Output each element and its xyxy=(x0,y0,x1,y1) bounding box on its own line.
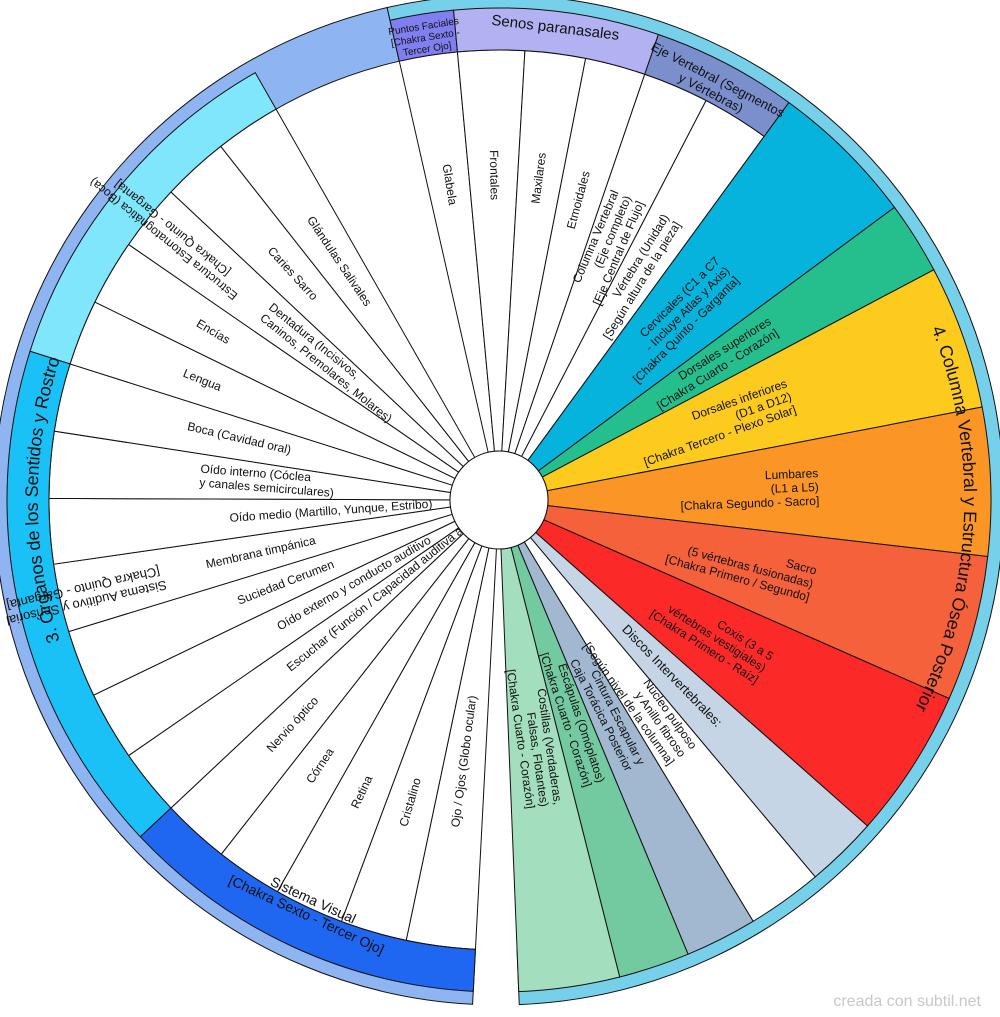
group-band-estructura-estomatognatica-boca-chakra-q xyxy=(29,71,277,365)
center-hub xyxy=(449,450,549,550)
spoke-text-glabela-label: Glabela xyxy=(439,163,459,206)
spoke-text-maxilares-line: Maxilares xyxy=(529,152,549,205)
spoke-text-glabela: Glabela xyxy=(439,163,459,206)
group-band-sistema-visual-chakra-sexto-tercer-ojo xyxy=(139,807,476,992)
credit-text: creada con subtil.net xyxy=(833,993,981,1010)
spoke-text-frontales: Frontales xyxy=(487,150,502,200)
spoke-text-lumbares-l1-a-l5-chakra-segundo-sacro-line: Lumbares xyxy=(765,466,819,482)
spoke-text-glabela-line: Glabela xyxy=(439,163,459,206)
spoke-text-lumbares-l1-a-l5-chakra-segundo-sacro-line: (L1 a L5) xyxy=(770,480,819,496)
spoke-text-lumbares-l1-a-l5-chakra-segundo-sacro-line: [Chakra Segundo - Sacro] xyxy=(680,494,819,513)
spoke-text-frontales-line: Frontales xyxy=(487,150,502,200)
spoke-text-lumbares-l1-a-l5-chakra-segundo-sacro-label: Lumbares(L1 a L5)[Chakra Segundo - Sacro… xyxy=(679,466,819,513)
spoke-text-maxilares: Maxilares xyxy=(529,152,549,205)
spoke-text-frontales-label: Frontales xyxy=(487,150,502,200)
group-band-sistema-auditivo-y-sensorial-chakra-quin xyxy=(6,350,172,838)
spoke-text-maxilares-label: Maxilares xyxy=(529,152,549,205)
group-band-eje-vertebral-segmentos-y-vertebras xyxy=(644,33,790,138)
spoke-text-lumbares-l1-a-l5-chakra-segundo-sacro: Lumbares(L1 a L5)[Chakra Segundo - Sacro… xyxy=(679,466,819,513)
